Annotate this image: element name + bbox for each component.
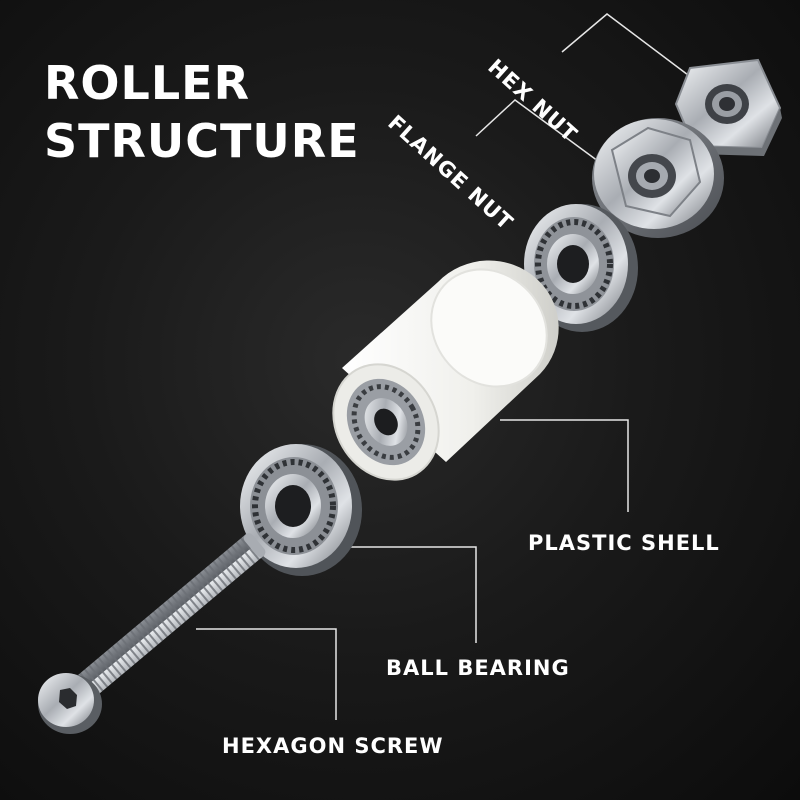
label-ball-bearing: BALL BEARING	[386, 656, 570, 680]
title-line-1: ROLLER	[44, 56, 250, 110]
lower-ball-bearing-illustration	[240, 444, 362, 576]
label-hexagon-screw: HEXAGON SCREW	[222, 734, 444, 758]
leader-line-hexagon-screw	[196, 628, 337, 720]
flange-nut-illustration	[592, 118, 724, 238]
title-line-2: STRUCTURE	[44, 114, 360, 168]
label-plastic-shell: PLASTIC SHELL	[528, 531, 720, 555]
leader-line-flange-nut	[475, 99, 603, 165]
leader-lines	[196, 13, 701, 720]
hexagon-screw-illustration	[38, 533, 266, 734]
leader-line-hex-nut	[561, 13, 701, 85]
leader-line-ball-bearing	[345, 546, 477, 643]
leader-line-plastic-shell	[500, 419, 629, 512]
hex-nut-illustration	[674, 58, 782, 156]
plastic-shell-illustration	[332, 260, 559, 481]
upper-ball-bearing-illustration	[524, 204, 638, 332]
